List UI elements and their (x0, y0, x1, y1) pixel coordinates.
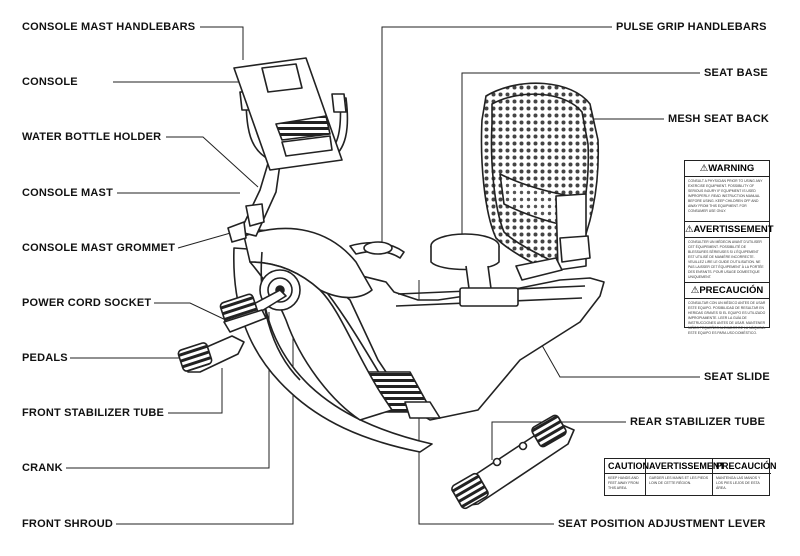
caution-precaucion-text: MANTENGA LAS MANOS Y LOS PIES LEJOS DE E… (716, 476, 761, 490)
label-power-cord-socket: POWER CORD SOCKET (22, 297, 152, 309)
label-seat-slide: SEAT SLIDE (704, 371, 770, 383)
avertissement-text: CONSULTER UN MÉDECIN AVANT D'UTILISER CE… (688, 240, 764, 279)
caution-avertissement-text: GARDER LES MAINS ET LES PIEDS LOIN DE CE… (649, 476, 709, 485)
label-console-mast-grommet: CONSOLE MAST GROMMET (22, 242, 176, 254)
caution-column: CAUTION KEEP HANDS AND FEET AWAY FROM TH… (605, 459, 649, 495)
caution-heading: CAUTION (605, 459, 649, 474)
label-front-stabilizer-tube: FRONT STABILIZER TUBE (22, 407, 165, 419)
warning-text: CONSULT A PHYSICIAN PRIOR TO USING ANY E… (688, 179, 763, 213)
warning-triangle-icon: ⚠ (699, 163, 709, 174)
bike-illustration (177, 57, 605, 510)
label-console-mast: CONSOLE MAST (22, 187, 114, 199)
precaucion-triangle-icon: ⚠ (690, 285, 700, 296)
label-front-shroud: FRONT SHROUD (22, 518, 114, 530)
caution-avertissement-column: AVERTISSEMENT GARDER LES MAINS ET LES PI… (646, 459, 725, 495)
label-console: CONSOLE (22, 76, 78, 88)
precaucion-text: CONSULTAR CON UN MÉDICO ANTES DE USAR ES… (688, 301, 766, 335)
label-pulse-grip-handlebars: PULSE GRIP HANDLEBARS (616, 21, 767, 33)
precaucion-heading: ⚠PRECAUCIÓN (685, 282, 769, 299)
label-mesh-seat-back: MESH SEAT BACK (668, 113, 769, 125)
caution-precaucion-column: PRECAUCIÓN MANTENGA LAS MANOS Y LOS PIES… (713, 459, 777, 495)
caution-table: CAUTION KEEP HANDS AND FEET AWAY FROM TH… (604, 458, 777, 496)
label-seat-base: SEAT BASE (704, 67, 768, 79)
label-crank: CRANK (22, 462, 63, 474)
caution-precaucion-heading: PRECAUCIÓN (713, 459, 777, 474)
label-rear-stabilizer-tube: REAR STABILIZER TUBE (630, 416, 766, 428)
label-console-mast-handlebars: CONSOLE MAST HANDLEBARS (22, 21, 196, 33)
caution-avertissement-heading: AVERTISSEMENT (646, 459, 725, 474)
avertissement-triangle-icon: ⚠ (685, 224, 694, 235)
caution-text: KEEP HANDS AND FEET AWAY FROM THIS AREA. (608, 476, 639, 490)
label-pedals: PEDALS (22, 352, 68, 364)
label-seat-position-adjustment-lever: SEAT POSITION ADJUSTMENT LEVER (558, 518, 766, 530)
warning-label: ⚠WARNING CONSULT A PHYSICIAN PRIOR TO US… (684, 160, 774, 335)
label-water-bottle-holder: WATER BOTTLE HOLDER (22, 131, 162, 143)
warning-heading: ⚠WARNING (685, 161, 769, 177)
avertissement-heading: ⚠AVERTISSEMENT (685, 221, 774, 238)
